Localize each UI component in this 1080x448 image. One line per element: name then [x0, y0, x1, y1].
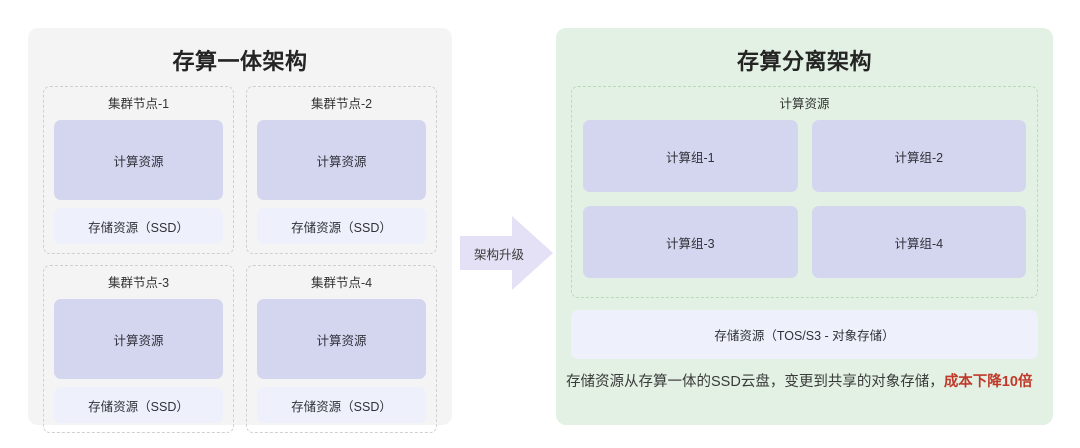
compute-zone-title: 计算资源	[779, 97, 830, 111]
cluster-node-card: 集群节点-3 计算资源 存储资源（SSD）	[43, 265, 234, 433]
cluster-node-card: 集群节点-4 计算资源 存储资源（SSD）	[246, 265, 437, 433]
note-plain-text: 存储资源从存算一体的SSD云盘，变更到共享的对象存储，	[566, 374, 944, 390]
upgrade-arrow-label: 架构升级	[473, 247, 524, 262]
compute-resource-zone: 计算资源 计算组-1 计算组-2 计算组-3 计算组-4	[571, 86, 1038, 298]
compute-group-box: 计算组-4	[811, 206, 1026, 278]
upgrade-arrow: 架构升级	[460, 214, 554, 292]
compute-group-box: 计算组-2	[811, 120, 1026, 192]
compute-resource-box: 计算资源	[54, 120, 223, 200]
compute-group-box: 计算组-1	[583, 120, 798, 192]
cluster-node-title: 集群节点-2	[310, 97, 373, 111]
cluster-node-title: 集群节点-4	[310, 276, 373, 290]
compute-resource-box: 计算资源	[54, 299, 223, 379]
compute-resource-box: 计算资源	[257, 120, 426, 200]
cluster-node-title: 集群节点-3	[107, 276, 170, 290]
storage-resource-box: 存储资源（SSD）	[257, 208, 426, 244]
storage-resource-box: 存储资源（SSD）	[257, 387, 426, 423]
cluster-node-card: 集群节点-2 计算资源 存储资源（SSD）	[246, 86, 437, 254]
storage-resource-box: 存储资源（SSD）	[54, 208, 223, 244]
cluster-node-grid: 集群节点-1 计算资源 存储资源（SSD） 集群节点-2 计算资源 存储资源（S…	[43, 86, 437, 433]
compute-group-box: 计算组-3	[583, 206, 798, 278]
panel-decoupled-architecture: 存算分离架构 计算资源 计算组-1 计算组-2 计算组-3 计算组-4 存储资源…	[556, 28, 1053, 425]
cluster-node-title: 集群节点-1	[107, 97, 170, 111]
left-panel-title: 存算一体架构	[172, 49, 308, 74]
note-highlight-text: 成本下降10倍	[943, 374, 1033, 390]
compute-group-grid: 计算组-1 计算组-2 计算组-3 计算组-4	[583, 120, 1026, 278]
right-panel-title: 存算分离架构	[736, 49, 872, 74]
object-storage-bar: 存储资源（TOS/S3 - 对象存储）	[571, 310, 1038, 359]
cluster-node-card: 集群节点-1 计算资源 存储资源（SSD）	[43, 86, 234, 254]
arrow-right-icon	[460, 216, 553, 290]
compute-resource-box: 计算资源	[257, 299, 426, 379]
architecture-note: 存储资源从存算一体的SSD云盘，变更到共享的对象存储，成本下降10倍	[566, 370, 1043, 394]
panel-coupled-architecture: 存算一体架构 集群节点-1 计算资源 存储资源（SSD） 集群节点-2 计算资源…	[28, 28, 452, 433]
storage-resource-box: 存储资源（SSD）	[54, 387, 223, 423]
